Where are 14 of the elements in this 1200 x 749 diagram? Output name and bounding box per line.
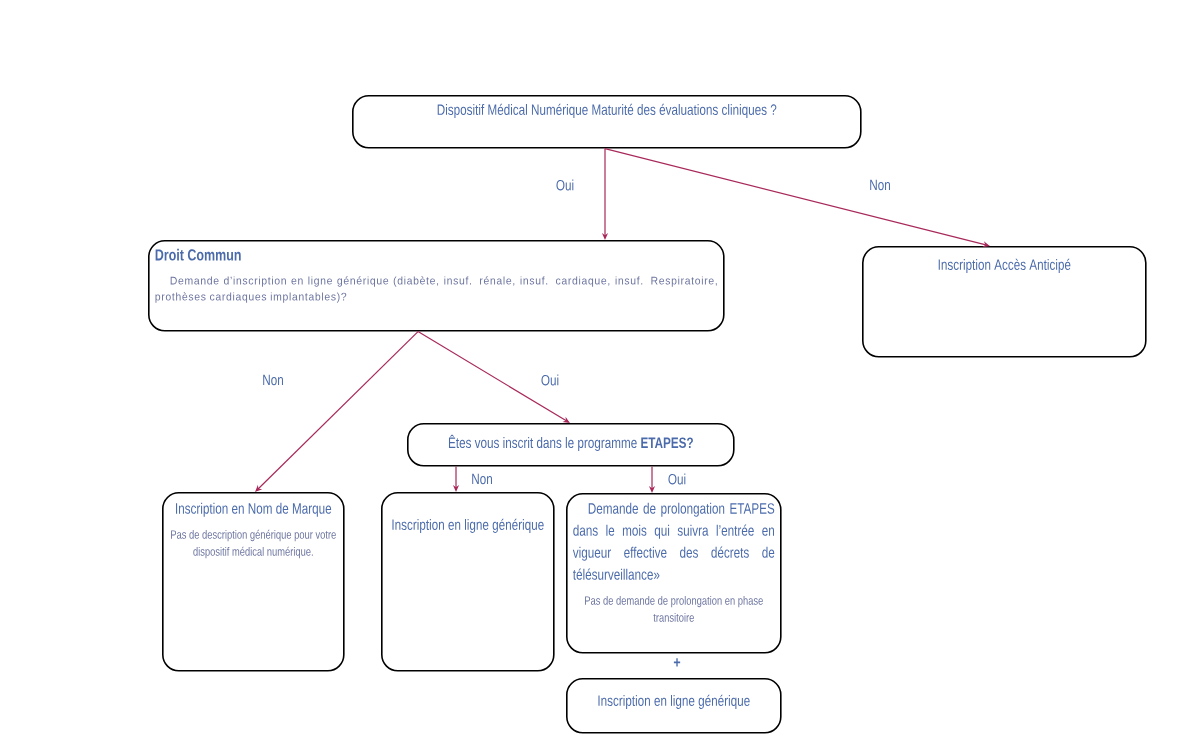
plus-sign: + bbox=[673, 658, 681, 667]
edge-label: Oui bbox=[665, 471, 689, 487]
process-box: Demande de prolongation ETAPES dans le mois qui suivra l’entrée en vigueur effective des décrets de télésurveillance» Pas de demande de prolongation en phase transitoire bbox=[566, 493, 782, 654]
decision-box: Dispositif Médical Numérique Maturité des évaluations cliniques ? bbox=[352, 95, 862, 149]
process-box: Inscription Accès Anticipé bbox=[862, 246, 1147, 358]
arrow bbox=[417, 331, 570, 423]
process-box: Inscription en ligne générique bbox=[566, 678, 782, 734]
process-box: Inscription en ligne générique bbox=[381, 492, 555, 672]
edge-label: Oui bbox=[553, 177, 577, 193]
process-box: Inscription en Nom de Marque Pas de description générique pour votre dispositif médical numérique. bbox=[162, 492, 345, 672]
edge-label: Oui bbox=[538, 372, 562, 388]
decision-box: Droit Commun Demande d’inscription en ligne générique (diabète, insuf. rénale, insuf. cardiaque, insuf. Respiratoire, prothèses cardiaques implantables)? bbox=[148, 240, 725, 332]
arrow bbox=[255, 331, 419, 492]
decision-box: Êtes vous inscrit dans le programme ETAPES? bbox=[407, 423, 735, 467]
